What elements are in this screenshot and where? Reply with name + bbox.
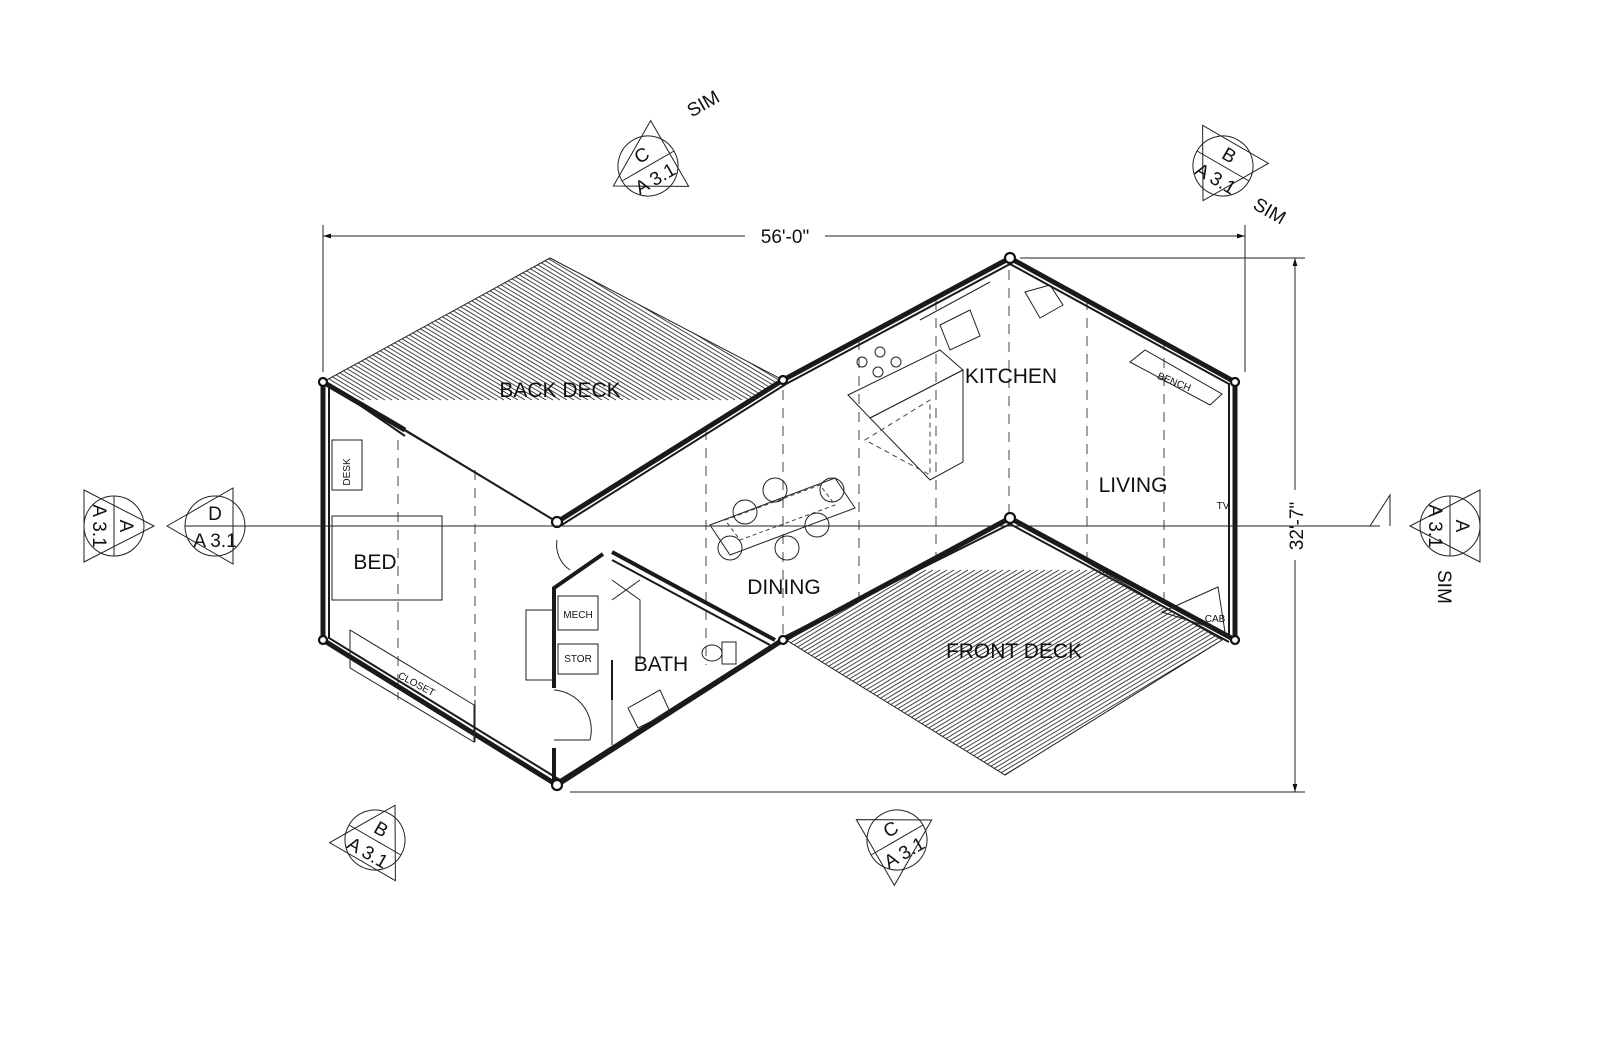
section-marker-top-right: B A 3.1 SIM: [1191, 124, 1289, 229]
dimension-depth: 32'-7": [570, 257, 1308, 793]
svg-text:D: D: [208, 504, 222, 525]
svg-text:A 3.1: A 3.1: [88, 504, 109, 547]
room-label-kitchen: KITCHEN: [965, 365, 1057, 388]
svg-text:SIM: SIM: [684, 87, 724, 122]
closet-fixture: [349, 629, 475, 743]
label-cab: CAB: [1205, 614, 1226, 625]
column-nodes: [317, 251, 1241, 792]
dimension-depth-label: 32'-7": [1287, 502, 1308, 550]
front-deck-decking: [783, 569, 1222, 775]
kitchen-counters: [847, 281, 1064, 481]
dimension-width-label: 56'-0": [761, 227, 809, 248]
section-marker-top-left: C A 3.1 SIM: [612, 87, 724, 199]
label-desk: DESK: [342, 458, 353, 486]
section-marker-left-inner: D A 3.1: [165, 487, 246, 565]
mech-closet: [557, 595, 599, 631]
section-flag-right: [1369, 493, 1391, 527]
bath-vanity: [627, 689, 671, 729]
desk-fixture: [331, 439, 363, 491]
sink-fixture: [721, 641, 737, 665]
label-stor: STOR: [564, 654, 592, 665]
svg-text:A: A: [1451, 520, 1472, 533]
back-deck-decking: [323, 258, 783, 401]
label-tv: TV: [1217, 501, 1230, 512]
door-swing-2: [553, 689, 592, 741]
stor-closet: [557, 643, 599, 675]
room-label-dining: DINING: [747, 576, 821, 599]
bed-fixture: [331, 515, 443, 601]
room-label-bath: BATH: [634, 653, 688, 676]
grid-lines: [397, 270, 1165, 740]
section-marker-right: A A 3.1 SIM: [1408, 489, 1481, 604]
svg-text:A 3.1: A 3.1: [343, 833, 391, 873]
svg-text:A 3.1: A 3.1: [193, 531, 236, 552]
toilet-fixture: [701, 644, 723, 662]
dimension-width: 56'-0": [322, 225, 1246, 372]
dining-table-set: [709, 477, 856, 561]
bench-fixture: [1129, 349, 1223, 406]
section-marker-left-outer: A A 3.1: [83, 489, 156, 563]
section-marker-bottom-right: C A 3.1: [855, 809, 933, 887]
door-swing-1: [556, 539, 571, 571]
svg-text:A 3.1: A 3.1: [1424, 504, 1445, 547]
label-closet: CLOSET: [396, 671, 436, 699]
svg-text:SIM: SIM: [1433, 570, 1454, 604]
room-label-front-deck: FRONT DECK: [946, 640, 1082, 663]
label-bench: BENCH: [1156, 371, 1193, 394]
svg-text:SIM: SIM: [1249, 194, 1289, 229]
room-label-bed: BED: [353, 551, 396, 574]
label-mech: MECH: [563, 610, 592, 621]
room-label-living: LIVING: [1099, 474, 1168, 497]
section-marker-bottom-left: B A 3.1: [328, 804, 406, 882]
cab-fixture: [1160, 586, 1226, 633]
svg-text:A: A: [115, 520, 136, 533]
room-label-back-deck: BACK DECK: [499, 379, 620, 402]
